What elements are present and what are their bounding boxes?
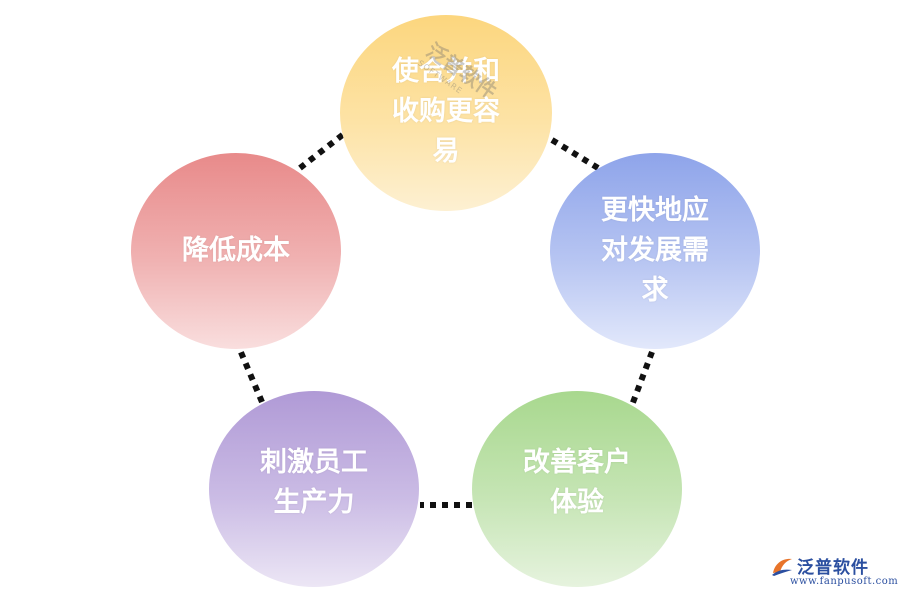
node-label: 刺激员工 生产力	[260, 447, 368, 518]
brand-mark-icon	[772, 558, 792, 576]
node-label: 改善客户 体验	[523, 447, 631, 518]
node-label: 更快地应 对发展需 求	[601, 195, 709, 306]
brand-logo: 泛普软件 www.fanpusoft.com	[770, 553, 899, 595]
node-reduce-cost: 降低成本	[131, 153, 341, 349]
connector-2-3	[629, 350, 655, 407]
connector-5-1	[298, 130, 347, 171]
node-label: 降低成本	[182, 235, 290, 266]
connector-1-2	[550, 137, 600, 171]
brand-url: www.fanpusoft.com	[790, 576, 899, 587]
connector-4-5	[237, 348, 265, 404]
brand-name: 泛普软件	[797, 558, 869, 578]
node-respond-demand: 更快地应 对发展需 求	[550, 153, 760, 349]
node-mergers-acquisitions: 使合并和 收购更容 易	[340, 15, 552, 211]
node-employee-productivity: 刺激员工 生产力	[209, 391, 419, 587]
node-customer-experience: 改善客户 体验	[472, 391, 682, 587]
node-label: 使合并和 收购更容 易	[392, 56, 500, 167]
